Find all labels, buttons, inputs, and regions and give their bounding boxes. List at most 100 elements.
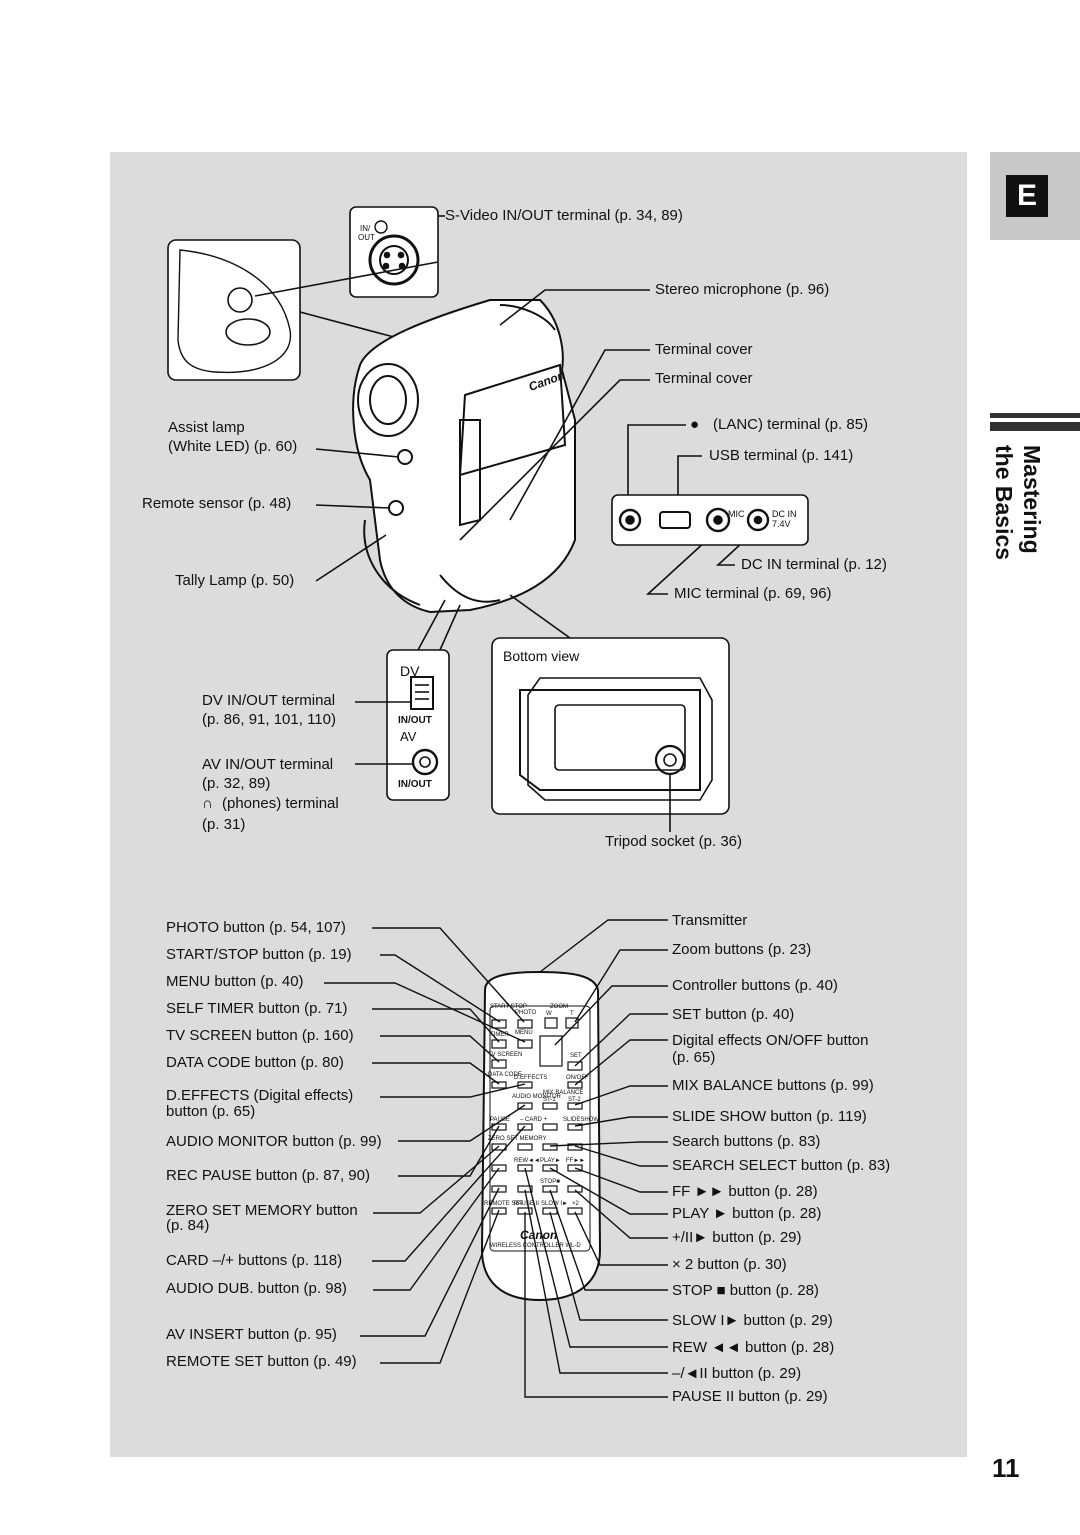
key-rew: REW◄◄ <box>514 1158 540 1164</box>
remote-label-rew: REW ◄◄ button (p. 28) <box>672 1339 835 1356</box>
lanc-port-icon <box>618 508 642 532</box>
label-svideo: S-Video IN/OUT terminal (p. 34, 89) <box>445 207 683 224</box>
remote-label-ff: FF ►► button (p. 28) <box>672 1183 818 1200</box>
tripod-socket-icon <box>654 744 686 776</box>
remote-label-set: SET button (p. 40) <box>672 1006 795 1023</box>
label-av-inout-2: (p. 32, 89) <box>202 775 271 792</box>
key-w: W <box>546 1011 552 1017</box>
key-st2: ST-2 <box>568 1097 581 1103</box>
label-dv-inout-2: (p. 86, 91, 101, 110) <box>202 711 336 728</box>
key-photo: PHOTO <box>515 1010 537 1016</box>
camcorder-illustration <box>352 299 576 614</box>
label-bottom-view: Bottom view <box>503 648 580 664</box>
label-dc-in: DC IN terminal (p. 12) <box>741 556 887 573</box>
leader-remote-sensor <box>315 504 391 509</box>
label-assist-lamp-2: (White LED) (p. 60) <box>168 438 298 455</box>
leader-terminal-cover-2 <box>459 379 650 541</box>
key-d-effects: D.EFFECTS <box>514 1075 548 1081</box>
leader-tally-lamp <box>315 534 387 582</box>
remote-label-data-code: DATA CODE button (p. 80) <box>166 1054 344 1071</box>
label-mic: MIC terminal (p. 69, 96) <box>674 585 832 602</box>
remote-label-slow: SLOW I► button (p. 29) <box>672 1312 833 1329</box>
leader-terminal-cover-1 <box>509 349 650 521</box>
mic-mark: MIC <box>728 509 745 519</box>
svideo-out-label: OUT <box>358 233 375 242</box>
key-remote-set: REMOTE SET <box>484 1201 524 1207</box>
remote-label-start-stop: START/STOP button (p. 19) <box>166 946 352 963</box>
key-x2: ×2 <box>572 1201 579 1207</box>
key-zoom: ZOOM <box>550 1004 568 1010</box>
key-slideshow: SLIDESHOW <box>563 1117 600 1123</box>
dc-in-mark: DC IN <box>772 509 797 519</box>
key-pause: PAUSE <box>490 1117 510 1123</box>
svideo-symbol-icon <box>374 220 388 234</box>
av-inout-mark: IN/OUT <box>398 779 432 790</box>
key-t: T <box>570 1011 574 1017</box>
label-phones-2: (p. 31) <box>202 816 246 833</box>
key-slow: SLOW I► <box>541 1201 568 1207</box>
remote-left-leaders <box>324 927 526 1364</box>
key-mix-balance: MIX BALANCE <box>543 1090 584 1096</box>
leader-lanc <box>627 424 686 520</box>
dv-panel-label: DV <box>400 663 420 679</box>
remote-brand-logo: Canon <box>520 1228 558 1242</box>
remote-label-minus-frame: –/◄II button (p. 29) <box>672 1365 802 1382</box>
key-menu: MENU <box>515 1030 533 1036</box>
remote-label-pause: PAUSE II button (p. 29) <box>672 1388 828 1405</box>
remote-label-zoom: Zoom buttons (p. 23) <box>672 941 812 958</box>
label-terminal-cover-2: Terminal cover <box>655 370 753 387</box>
remote-label-d-effects-1: D.EFFECTS (Digital effects) <box>166 1087 354 1104</box>
page-number: 11 <box>992 1453 1020 1483</box>
usb-port-icon <box>659 511 691 529</box>
remote-label-menu: MENU button (p. 40) <box>166 973 304 990</box>
label-tally-lamp: Tally Lamp (p. 50) <box>175 572 295 589</box>
remote-label-photo: PHOTO button (p. 54, 107) <box>166 919 346 936</box>
key-tv-screen: TV SCREEN <box>488 1052 523 1058</box>
label-lanc: (LANC) terminal (p. 85) <box>713 416 869 433</box>
key-st1: ST-1 <box>543 1097 556 1103</box>
remote-label-search: Search buttons (p. 83) <box>672 1133 821 1150</box>
label-usb: USB terminal (p. 141) <box>709 447 854 464</box>
leader-stereo-mic <box>499 289 650 326</box>
label-terminal-cover-1: Terminal cover <box>655 341 753 358</box>
terminal-strip <box>611 494 809 546</box>
remote-label-x2: × 2 button (p. 30) <box>672 1256 787 1273</box>
section-divider-thick <box>990 422 1080 431</box>
remote-label-slide-show: SLIDE SHOW button (p. 119) <box>672 1108 867 1125</box>
remote-label-av-insert: AV INSERT button (p. 95) <box>166 1326 337 1343</box>
label-tripod: Tripod socket (p. 36) <box>605 833 742 850</box>
remote-label-d-effects-2: button (p. 65) <box>166 1103 256 1120</box>
mic-port-icon <box>705 507 731 533</box>
remote-label-audio-dub: AUDIO DUB. button (p. 98) <box>166 1280 347 1297</box>
remote-label-rec-pause: REC PAUSE button (p. 87, 90) <box>166 1167 370 1184</box>
label-stereo-mic: Stereo microphone (p. 96) <box>655 281 830 298</box>
volt-mark: 7.4V <box>772 519 791 529</box>
label-phones-1: (phones) terminal <box>222 795 339 812</box>
key-card: – CARD + <box>520 1117 548 1123</box>
remote-label-play: PLAY ► button (p. 28) <box>672 1205 822 1222</box>
remote-label-transmitter: Transmitter <box>672 912 748 929</box>
dv-inout-mark: IN/OUT <box>398 715 432 726</box>
remote-label-zero-set-2: (p. 84) <box>166 1217 210 1234</box>
remote-label-d-effects-on-off-1: Digital effects ON/OFF button <box>672 1032 869 1049</box>
remote-footer-text: WIRELESS CONTROLLER WL-D <box>490 1243 581 1249</box>
svideo-in-label: IN/ <box>360 224 371 233</box>
key-pause2: PAUSE II <box>514 1201 539 1207</box>
remote-label-d-effects-on-off-2: (p. 65) <box>672 1049 716 1066</box>
key-data-code: DATA CODE <box>488 1072 522 1078</box>
leader-mic <box>645 529 719 595</box>
remote-label-self-timer: SELF TIMER button (p. 71) <box>166 1000 348 1017</box>
remote-label-stop: STOP ■ button (p. 28) <box>672 1282 819 1299</box>
label-remote-sensor: Remote sensor (p. 48) <box>142 495 292 512</box>
remote-label-tv-screen: TV SCREEN button (p. 160) <box>166 1027 354 1044</box>
key-start-stop: START STOP <box>490 1004 527 1010</box>
key-ff: FF►► <box>566 1158 586 1164</box>
dc-in-port-icon <box>746 508 770 532</box>
remote-label-zero-set-1: ZERO SET MEMORY button <box>166 1202 358 1219</box>
remote-label-mix-balance: MIX BALANCE buttons (p. 99) <box>672 1077 874 1094</box>
section-divider <box>990 413 1080 418</box>
key-audio-monitor: AUDIO MONITOR <box>512 1094 561 1100</box>
label-av-inout-1: AV IN/OUT terminal <box>202 756 334 773</box>
remote-label-card: CARD –/+ buttons (p. 118) <box>166 1252 343 1269</box>
